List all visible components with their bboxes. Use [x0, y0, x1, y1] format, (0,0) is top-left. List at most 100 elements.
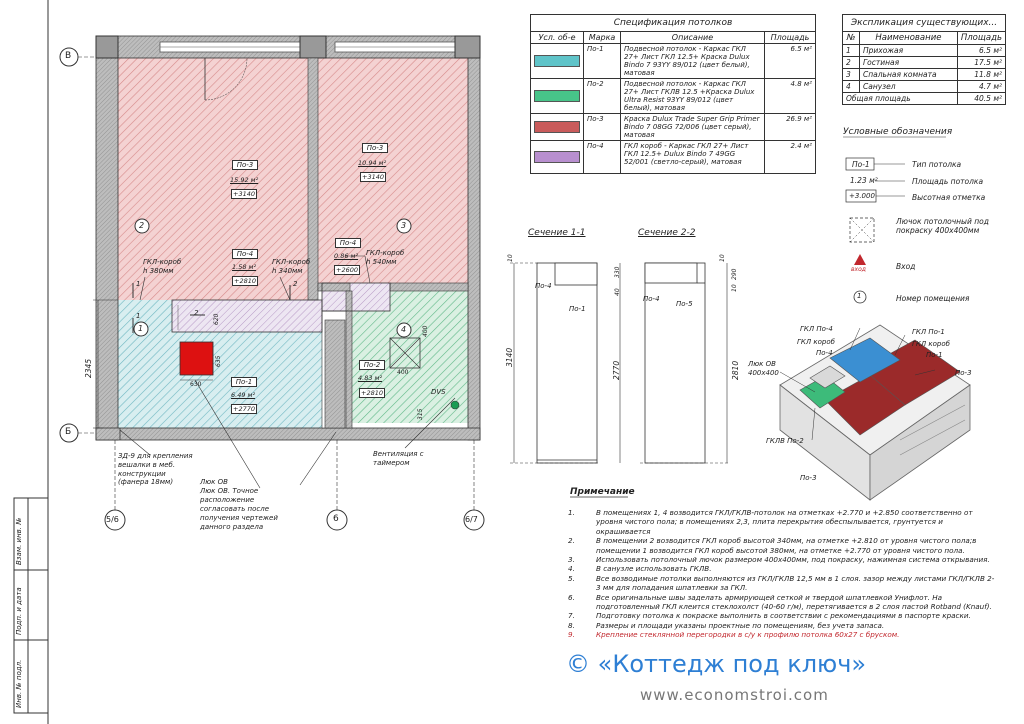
expl-total-label: Общая площадь	[842, 92, 958, 105]
note-num: 2.	[568, 536, 575, 546]
spec-desc: Подвесной потолок - Каркас ГКЛ 27+ Лист …	[620, 78, 765, 114]
note-num: 7.	[568, 611, 575, 621]
dim-text: 10	[731, 284, 738, 292]
dim-text: 2770	[612, 360, 621, 380]
box2-area: 0.86 м²	[334, 252, 359, 260]
box1-level: +2810	[232, 276, 258, 286]
box1-fill	[172, 300, 322, 332]
expl-name: Гостиная	[859, 56, 958, 69]
room2-fill	[118, 58, 308, 300]
list-item: 9. Крепление стеклянной перегородки в с/у…	[568, 630, 998, 639]
iso-label: По-4	[816, 349, 833, 357]
box2-level: +2600	[334, 265, 360, 275]
axis-label: Б	[65, 427, 72, 437]
table-row: По-1 Подвесной потолок - Каркас ГКЛ 27+ …	[530, 43, 816, 79]
legend-label: Номер помещения	[896, 294, 970, 303]
expl-header: Наименование	[859, 31, 958, 45]
gkl-height: h 340мм	[272, 267, 303, 275]
axis-label: 5/6	[106, 515, 119, 524]
note-num: 4.	[568, 564, 575, 574]
spec-mark: По-3	[583, 113, 621, 141]
expl-area: 6.5 м²	[956, 44, 1007, 57]
list-item: 1.В помещениях 1, 4 возводится ГКЛ/ГКЛВ-…	[568, 508, 998, 536]
note-text: Все возводимые потолки выполняются из ГК…	[596, 573, 995, 593]
spec-mark: По-4	[583, 140, 621, 174]
legend-label: Лючок потолочный под покраску 400х400мм	[896, 217, 989, 235]
table-row: По-4 ГКЛ короб - Каркас ГКЛ 27+ Лист ГКЛ…	[530, 140, 816, 174]
note-num: 8.	[568, 620, 575, 630]
gkl-label: ГКЛ-короб	[143, 258, 182, 266]
section-label: По-5	[676, 300, 693, 308]
note-num: 6.	[568, 592, 575, 602]
notes-title: Примечание	[570, 487, 635, 497]
note-num: 5.	[568, 573, 575, 583]
legend-title: Условные обозначения	[843, 127, 953, 137]
spec-mark: По-2	[583, 78, 621, 114]
dim-text: 315	[417, 408, 424, 420]
expl-name: Спальная комната	[859, 68, 958, 81]
section2-title: Сечение 2-2	[638, 228, 696, 238]
room1-area: 6.49 м²	[231, 391, 256, 399]
spec-area: 26.9 м²	[764, 113, 816, 141]
room-number: 2	[139, 221, 145, 230]
spec-swatch	[534, 121, 580, 133]
expl-area: 11.8 м²	[956, 68, 1007, 81]
dim-text: 10	[719, 254, 726, 262]
legend-sym-area: 1.23 м²	[850, 176, 878, 185]
explication-table: Экспликация существующих... № Наименован…	[842, 14, 1007, 105]
expl-area: 17.5 м²	[956, 56, 1007, 69]
note-text: Все оригинальные швы заделать армирующей…	[596, 592, 992, 612]
ceiling-spec-table: Спецификация потолков Усл. об-е Марка Оп…	[530, 14, 816, 174]
room1-mark: По-1	[231, 377, 257, 387]
entrance-icon	[854, 254, 866, 265]
note-num: 9.	[568, 630, 575, 640]
spec-area: 4.8 м²	[764, 78, 816, 114]
note-text: Подготовку потолка к покраске выполнить …	[596, 611, 971, 621]
gkl-label: ГКЛ-короб	[272, 258, 311, 266]
legend-sym-level: +3.000	[849, 192, 875, 200]
room1-level: +2770	[231, 404, 257, 414]
room3-area: 10.94 м²	[358, 159, 387, 167]
legend-label: Площадь потолка	[912, 177, 984, 186]
dim-text: 290	[731, 268, 738, 280]
note-vent: Вентиляция с таймером	[373, 450, 424, 467]
section-label: По-4	[643, 295, 660, 303]
note-zd: ЗД-9 для крепления вешалки в меб. констр…	[118, 452, 193, 487]
room-number: 3	[401, 221, 407, 230]
expl-name: Санузел	[859, 80, 958, 93]
iso-label: ГКЛ По-1	[912, 328, 945, 336]
dim-text: 40	[614, 288, 621, 296]
spec-header: Площадь	[764, 31, 816, 44]
list-item: 3.Использовать потолочный лючок размером…	[568, 555, 998, 564]
note-text: В санузле использовать ГКЛВ.	[596, 564, 712, 574]
spec-swatch	[534, 55, 580, 67]
note-text: Крепление стеклянной перегородки в с/у к…	[596, 630, 900, 640]
dim-text: 2810	[731, 360, 740, 380]
spec-header: Марка	[583, 31, 621, 44]
iso-label: ГКЛ короб	[912, 340, 950, 348]
room-number: 1	[138, 324, 144, 333]
gkl-height: h 540мм	[366, 258, 397, 266]
stamp-text: Взам. инв. №	[15, 517, 23, 565]
section-label: По-1	[569, 305, 586, 313]
spec-desc: Подвесной потолок - Каркас ГКЛ 27+ Лист …	[620, 43, 765, 79]
dim-text: 620	[213, 313, 220, 325]
dvs-label: DVS	[431, 388, 446, 396]
axis-label: В	[65, 51, 72, 61]
expl-num: 3	[842, 68, 860, 81]
gkl-label: ГКЛ-короб	[366, 249, 405, 257]
list-item: 7. Подготовку потолка к покраске выполнит…	[568, 611, 998, 620]
iso-label: ГКЛ По-4	[800, 325, 833, 333]
room2-mark: По-3	[232, 160, 258, 170]
dim-text: 330	[614, 266, 621, 278]
cut-mark: 2	[194, 309, 199, 317]
dim-text: 3140	[505, 347, 514, 367]
spec-header: Описание	[620, 31, 765, 44]
cut-mark: 2	[293, 280, 298, 288]
room-number: 4	[401, 325, 407, 334]
